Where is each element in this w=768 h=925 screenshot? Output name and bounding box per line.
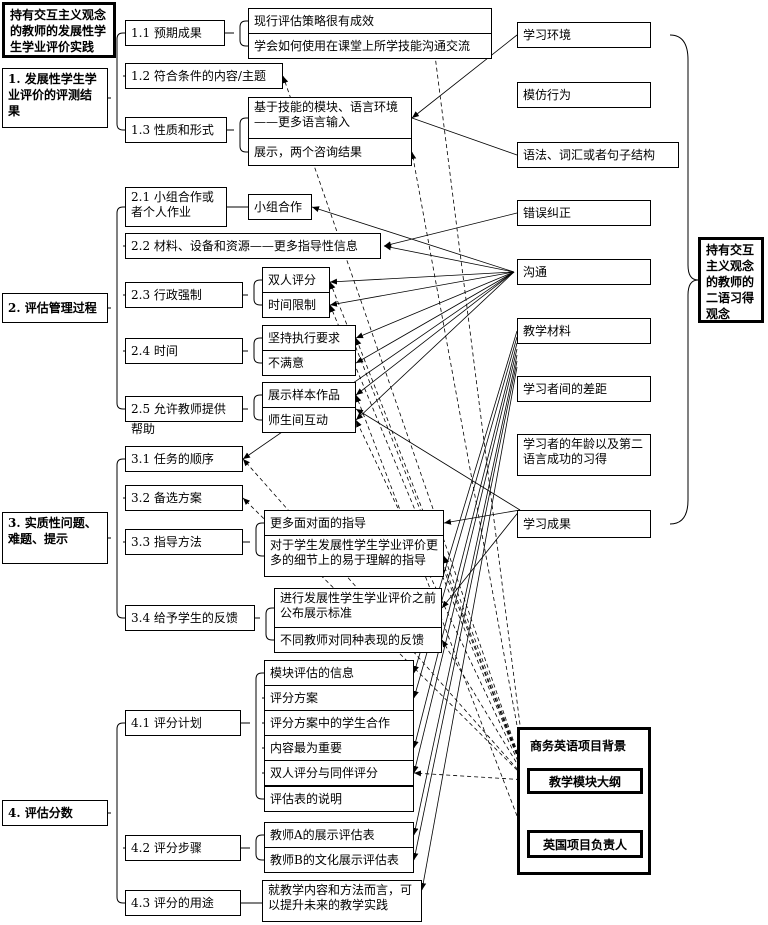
project-manager-box: 英国项目负责人 <box>527 830 643 858</box>
syllabus-dash-9 <box>413 770 528 781</box>
comm-arrow-2 <box>329 271 515 285</box>
node-1-1: 1.1 预期成果 <box>125 20 225 46</box>
node-2-5a: 展示样本作品 <box>262 382 356 408</box>
syllabus-dash-0 <box>427 15 528 781</box>
left-title-box: 持有交互主义观念的教师的发展性学生学业评价实践 <box>2 2 116 58</box>
node-2-3: 2.3 行政强制 <box>125 282 243 308</box>
outcome-arrow-0 <box>443 509 521 525</box>
right-item-communication: 沟通 <box>517 259 651 285</box>
node-1-3b: 展示，两个咨询结果 <box>248 138 412 166</box>
comm-arrow-0 <box>311 206 515 273</box>
comm-arrow-1 <box>383 244 515 273</box>
node-2-5: 2.5 允许教师提供帮助 <box>125 396 243 436</box>
node-4-3a: 就教学内容和方法而言，可以提升未来的教学实践 <box>262 880 422 922</box>
node-3-4: 3.4 给予学生的反馈 <box>125 605 255 631</box>
node-4-1d: 内容最为重要 <box>264 735 414 761</box>
syllabus-dash-5 <box>355 337 528 781</box>
background-title: 商务英语项目背景 <box>530 739 627 753</box>
right-bracket <box>669 34 699 525</box>
node-3-4b: 不同教师对同种表现的反馈 <box>274 627 442 653</box>
comm-arrow-7 <box>355 271 515 421</box>
node-1-1a: 现行评估策略很有成效 <box>248 8 492 34</box>
node-3-4a: 进行发展性学生学业评价之前公布展示标准 <box>274 588 442 628</box>
brace-4-2-spine <box>255 834 263 861</box>
outcome-arrow-2 <box>355 408 521 511</box>
brace-3-4-spine <box>265 607 273 641</box>
node-4-1b: 评分方案 <box>264 685 414 711</box>
node-3-3a: 更多面对面的指导 <box>264 510 444 536</box>
section2-title: 2. 评估管理过程 <box>2 293 108 323</box>
section4-title: 4. 评估分数 <box>2 800 108 826</box>
syllabus-dash-2 <box>410 151 528 781</box>
syllabus-box: 教学模块大纲 <box>527 768 643 794</box>
brace-1-3-spine <box>239 117 247 153</box>
env-arrow <box>411 34 518 119</box>
node-4-1e: 双人评分与同伴评分 <box>264 760 414 786</box>
node-4-1c: 评分方案中的学生合作 <box>264 710 414 736</box>
syllabus-dash-1 <box>282 75 528 781</box>
right-item-learning-environment: 学习环境 <box>517 22 651 48</box>
mat-arrow-6 <box>420 366 518 891</box>
right-item-imitation: 模仿行为 <box>517 82 651 108</box>
brace-s3-spine <box>116 458 124 619</box>
syllabus-dash-4 <box>329 304 528 781</box>
node-4-2: 4.2 评分步骤 <box>125 835 241 861</box>
brace-s2-spine <box>116 206 124 410</box>
brace-3-3-spine <box>255 522 263 557</box>
node-2-2: 2.2 材料、设备和资源——更多指导性信息 <box>125 233 381 259</box>
node-2-1: 2.1 小组合作或者个人作业 <box>125 187 227 227</box>
brace-1-1-spine <box>239 20 247 47</box>
mat-arrow-4 <box>412 354 518 836</box>
right-item-learning-outcomes: 学习成果 <box>517 510 651 538</box>
outcome-arrow-1 <box>441 509 521 609</box>
syllabus-dash-7 <box>443 555 528 781</box>
brace-2-5-spine <box>253 394 261 421</box>
brace-2-3-spine <box>253 279 261 306</box>
comm-arrow-4 <box>355 271 515 339</box>
node-2-3b: 时间限制 <box>262 292 330 318</box>
node-2-4: 2.4 时间 <box>125 338 243 364</box>
node-2-3a: 双人评分 <box>262 267 330 293</box>
node-1-2: 1.2 符合条件的内容/主题 <box>125 63 283 89</box>
node-4-1a: 模块评估的信息 <box>264 660 414 686</box>
comm-arrow-5 <box>355 271 515 364</box>
node-1-3: 1.3 性质和形式 <box>125 117 227 143</box>
node-2-4b: 不满意 <box>262 350 356 376</box>
node-4-3: 4.3 评分的用途 <box>125 890 241 916</box>
mat-arrow-3 <box>412 348 518 774</box>
brace-s1-spine <box>116 32 124 131</box>
node-1-3a: 基于技能的模块、语言环境——更多语言输入 <box>248 97 412 139</box>
node-2-1a: 小组合作 <box>248 194 312 220</box>
brace-4-1-spine <box>255 672 263 800</box>
node-3-2: 3.2 备选方案 <box>125 485 243 511</box>
node-4-2b: 教师B的文化展示评估表 <box>264 847 414 873</box>
section3-title: 3. 实质性问题、难题、提示 <box>2 512 108 564</box>
syllabus-dash-6 <box>242 497 528 781</box>
section1-title: 1. 发展性学生学业评价的评测结果 <box>2 68 108 128</box>
grammar-link <box>411 117 518 156</box>
node-1-1b: 学会如何使用在课堂上所学技能沟通交流 <box>248 33 492 59</box>
comm-arrow-6 <box>355 271 515 396</box>
node-3-1: 3.1 任务的顺序 <box>125 446 243 472</box>
node-4-1: 4.1 评分计划 <box>125 710 241 736</box>
brace-s4-spine <box>116 722 124 904</box>
right-item-learner-gap: 学习者间的差距 <box>517 376 651 402</box>
brace-2-4-spine <box>253 337 261 364</box>
right-item-age-success: 学习者的年龄以及第二语言成功的习得 <box>517 434 651 476</box>
right-title-box: 持有交互主义观念的教师的二语习得观念 <box>698 237 764 323</box>
node-3-3: 3.3 指导方法 <box>125 529 243 555</box>
node-4-1f: 评估表的说明 <box>264 786 414 812</box>
mat-arrow-2 <box>412 342 518 749</box>
node-2-5b: 师生间互动 <box>262 407 356 433</box>
right-item-teaching-materials: 教学材料 <box>517 318 651 344</box>
err-arrow <box>383 212 518 248</box>
right-item-grammar: 语法、词汇或者句子结构 <box>517 142 679 168</box>
node-2-4a: 坚持执行要求 <box>262 325 356 351</box>
node-4-2a: 教师A的展示评估表 <box>264 822 414 848</box>
comm-arrow-3 <box>329 271 515 307</box>
node-3-3b: 对于学生发展性学生学业评价更多的细节上的易于理解的指导 <box>264 535 444 577</box>
right-item-error-correction: 错误纠正 <box>517 200 651 226</box>
mat-arrow-5 <box>412 360 518 861</box>
syllabus-dash-8 <box>441 639 528 781</box>
